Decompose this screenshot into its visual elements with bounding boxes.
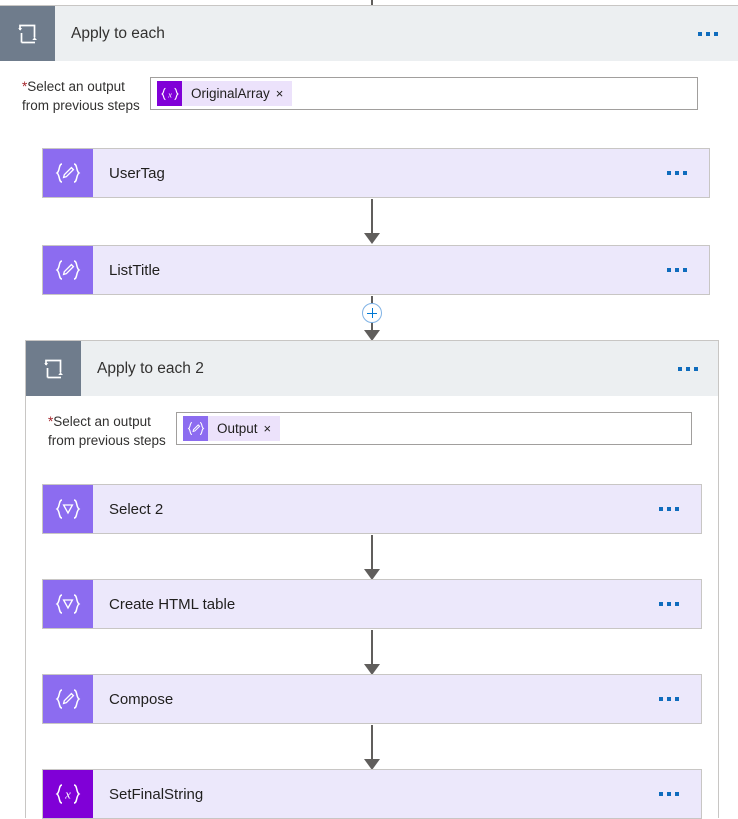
- token-remove-icon[interactable]: ×: [263, 421, 272, 436]
- action-card-select-2[interactable]: Select 2: [42, 484, 702, 534]
- token-output[interactable]: Output ×: [183, 416, 281, 441]
- apply-to-each-field-label: *Select an output from previous steps: [0, 77, 150, 115]
- action-title: SetFinalString: [109, 785, 204, 803]
- variable-icon: x: [43, 770, 93, 818]
- action-title: UserTag: [109, 164, 165, 182]
- compose-icon: [43, 675, 93, 723]
- action-title: Compose: [109, 690, 174, 708]
- action-card-usertag[interactable]: UserTag: [42, 148, 710, 198]
- apply-to-each-2-header[interactable]: Apply to each 2: [26, 341, 718, 396]
- variable-icon: x: [157, 81, 182, 106]
- apply-to-each-2-title: Apply to each 2: [97, 359, 204, 377]
- required-asterisk: *: [48, 414, 54, 429]
- token-label: Output: [217, 421, 258, 436]
- loop-icon: [26, 341, 81, 396]
- apply-to-each-2-output-input[interactable]: Output ×: [176, 412, 692, 445]
- incoming-connector-stem: [371, 0, 373, 6]
- token-remove-icon[interactable]: ×: [275, 86, 284, 101]
- token-label: OriginalArray: [191, 86, 270, 101]
- apply-to-each-header[interactable]: Apply to each: [0, 6, 738, 61]
- action-menu-button[interactable]: [659, 697, 701, 701]
- required-asterisk: *: [22, 79, 28, 94]
- action-menu-button[interactable]: [667, 268, 709, 272]
- connector-arrow: [359, 725, 385, 771]
- action-title: Create HTML table: [109, 595, 236, 613]
- action-menu-button[interactable]: [659, 507, 701, 511]
- compose-icon: [43, 149, 93, 197]
- apply-to-each-title: Apply to each: [71, 24, 165, 42]
- connector-arrow: [359, 535, 385, 581]
- token-original-array[interactable]: x OriginalArray ×: [157, 81, 293, 106]
- insert-step-button[interactable]: [362, 303, 382, 323]
- action-card-setfinalstring[interactable]: x SetFinalString: [42, 769, 702, 819]
- connector-arrow: [359, 630, 385, 676]
- action-menu-button[interactable]: [659, 792, 701, 796]
- action-card-listtitle[interactable]: ListTitle: [42, 245, 710, 295]
- action-menu-button[interactable]: [667, 171, 709, 175]
- loop-icon: [0, 6, 55, 61]
- apply-to-each-output-input[interactable]: x OriginalArray ×: [150, 77, 698, 110]
- action-title: ListTitle: [109, 261, 161, 279]
- field-label-line2: from previous steps: [48, 433, 166, 448]
- apply-to-each-2-field-label: *Select an output from previous steps: [26, 412, 176, 450]
- action-title: Select 2: [109, 500, 164, 518]
- compose-icon: [183, 416, 208, 441]
- field-label-line2: from previous steps: [22, 98, 140, 113]
- apply-to-each-2-menu-button[interactable]: [678, 366, 718, 371]
- select-icon: [43, 580, 93, 628]
- field-label-line1: Select an output: [53, 414, 151, 429]
- action-card-compose[interactable]: Compose: [42, 674, 702, 724]
- compose-icon: [43, 246, 93, 294]
- action-card-create-html-table[interactable]: Create HTML table: [42, 579, 702, 629]
- connector-arrow: [359, 199, 385, 245]
- select-icon: [43, 485, 93, 533]
- svg-text:x: x: [64, 786, 71, 801]
- action-menu-button[interactable]: [659, 602, 701, 606]
- svg-text:x: x: [167, 89, 172, 99]
- apply-to-each-2-output-field-row: *Select an output from previous steps Ou…: [26, 396, 718, 464]
- apply-to-each-menu-button[interactable]: [698, 31, 738, 36]
- apply-to-each-output-field-row: *Select an output from previous steps x …: [0, 61, 738, 129]
- field-label-line1: Select an output: [27, 79, 125, 94]
